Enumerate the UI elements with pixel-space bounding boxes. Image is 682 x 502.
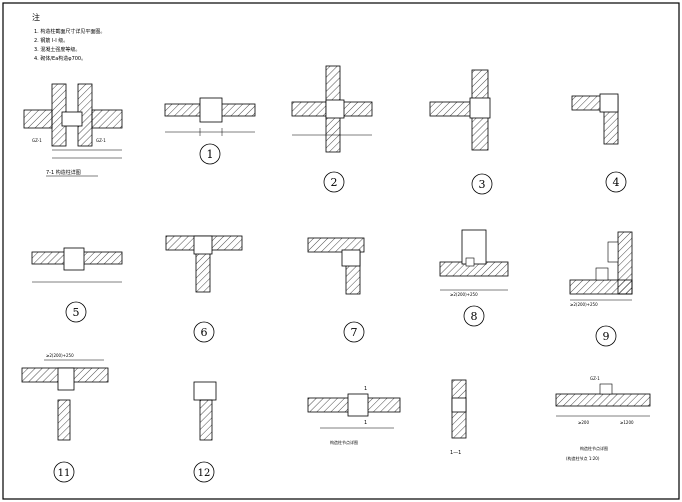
svg-text:4: 4 [613, 176, 620, 189]
section-1-1: 1—1 [450, 379, 467, 456]
detail-7 [307, 237, 365, 295]
callout-7: 7 [343, 321, 365, 343]
callout-9: 9 [595, 325, 617, 347]
callout-6: 6 [193, 321, 215, 343]
svg-text:1: 1 [207, 148, 214, 161]
detail-8: ≥2(200)+250 [439, 229, 509, 297]
notes-block: 注 1. 构造柱截面尺寸详见平面图。 2. 钢筋 I-I 级。 3. 混凝土强度… [32, 12, 105, 62]
detail-9: ≥2(200)+250 [569, 231, 633, 307]
callout-1: 1 [199, 143, 221, 165]
detail-12 [193, 381, 217, 441]
note-2: 2. 钢筋 I-I 级。 [34, 37, 68, 44]
beam-gz-label: GZ-1 [590, 376, 600, 381]
detail-5 [31, 247, 123, 283]
gz-label-right: GZ-1 [96, 138, 106, 143]
callout-3: 3 [471, 173, 493, 195]
detail-11: ≥2(200)+250 [21, 353, 109, 441]
detail-3 [429, 69, 491, 151]
callout-circles: 1 2 3 4 5 6 7 8 9 11 12 [53, 143, 627, 483]
note-3: 3. 混凝土强度等级。 [34, 46, 80, 53]
callout-4: 4 [605, 171, 627, 193]
notes-heading: 注 [32, 12, 40, 22]
svg-text:12: 12 [198, 468, 211, 479]
detail-11-dim: ≥2(200)+250 [46, 353, 74, 358]
svg-text:5: 5 [73, 306, 80, 319]
callout-11: 11 [53, 461, 75, 483]
svg-text:7: 7 [351, 326, 358, 339]
detail-7-1: GZ-1 GZ-1 7-1 构造柱详图 [23, 83, 123, 177]
callout-5: 5 [65, 301, 87, 323]
beam-dim-2: ≥1200 [620, 420, 634, 425]
wall-section-detail: 1 1 构造柱节点详图 [307, 386, 401, 445]
detail-8-dim: ≥2(200)+250 [450, 292, 478, 297]
gz-label-left: GZ-1 [32, 138, 42, 143]
svg-text:3: 3 [479, 178, 486, 191]
svg-text:9: 9 [603, 330, 610, 343]
svg-text:6: 6 [201, 326, 208, 339]
detail-7-1-title: 7-1 构造柱详图 [46, 169, 81, 176]
note-1: 1. 构造柱截面尺寸详见平面图。 [34, 28, 105, 35]
detail-1 [164, 97, 256, 136]
svg-text:8: 8 [471, 310, 478, 323]
callout-8: 8 [463, 305, 485, 327]
section-mark-2: 1 [364, 420, 367, 426]
detail-2 [291, 65, 373, 153]
detail-6 [165, 235, 243, 293]
beam-title: 构造柱节点详图 [580, 445, 608, 451]
note-4: 4. 砌体/Ea构造φ700。 [34, 55, 86, 62]
beam-detail: GZ-1 ≥200 ≥1200 构造柱节点详图 (构造柱节点 1:20) [555, 376, 651, 461]
svg-text:2: 2 [331, 176, 338, 189]
section-mark-1: 1 [364, 386, 367, 392]
wall-detail-title: 构造柱节点详图 [330, 439, 358, 445]
svg-text:11: 11 [58, 468, 71, 479]
callout-2: 2 [323, 171, 345, 193]
beam-dim-1: ≥200 [578, 420, 589, 425]
detail-9-dim: ≥2(200)+250 [570, 302, 598, 307]
section-label: 1—1 [450, 450, 461, 456]
callout-12: 12 [193, 461, 215, 483]
beam-subtitle: (构造柱节点 1:20) [566, 455, 600, 461]
detail-4 [571, 93, 619, 145]
